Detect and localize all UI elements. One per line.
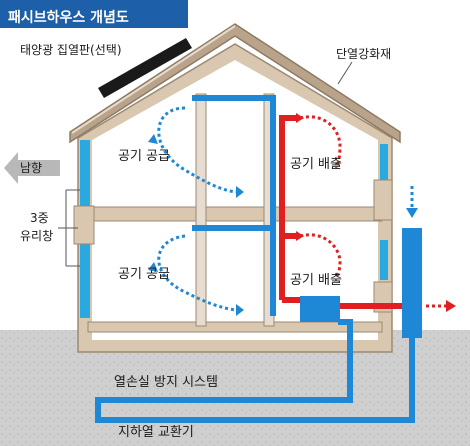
window-frame-left bbox=[73, 205, 95, 245]
exhaust-flow-lower bbox=[299, 233, 342, 279]
roof bbox=[69, 23, 401, 144]
right-arrow-icon bbox=[446, 300, 456, 312]
diagram-title: 패시브하우스 개념도 bbox=[8, 10, 129, 26]
label-exhaust-lower: 공기 배출 bbox=[290, 273, 342, 288]
intake-tower bbox=[402, 228, 422, 338]
label-glass-line1: 3중 bbox=[30, 211, 49, 225]
label-supply-lower: 공기 공급 bbox=[118, 267, 170, 282]
down-arrow-icon bbox=[406, 208, 418, 218]
label-south: 남향 bbox=[20, 161, 43, 175]
exhaust-flow-upper bbox=[299, 115, 342, 169]
window-left-lower bbox=[80, 244, 90, 318]
label-insulation: 단열강화재 bbox=[336, 47, 392, 61]
inner-column-left bbox=[195, 93, 207, 327]
title-bar: 패시브하우스 개념도 bbox=[0, 0, 188, 28]
house-interior bbox=[92, 60, 378, 340]
label-heat-recovery: 열손실 방지 시스템 bbox=[114, 375, 218, 390]
label-solar-collector: 태양광 집열판(선택) bbox=[20, 43, 122, 57]
window-right-lower bbox=[380, 240, 388, 280]
supply-duct bbox=[192, 95, 276, 316]
label-supply-upper: 공기 공급 bbox=[118, 149, 170, 164]
label-glass-line2: 유리창 bbox=[20, 229, 54, 243]
supply-flow-upper bbox=[157, 106, 237, 194]
window-right-upper bbox=[380, 144, 388, 180]
base-slab bbox=[87, 321, 383, 333]
heat-recovery-unit bbox=[300, 296, 340, 322]
floor-slab bbox=[87, 206, 383, 222]
solar-collector bbox=[98, 38, 192, 98]
label-geothermal: 지하열 교환기 bbox=[118, 425, 194, 440]
label-exhaust-upper: 공기 배출 bbox=[290, 157, 342, 172]
left-arrow-icon bbox=[4, 152, 60, 184]
exhaust-duct bbox=[279, 115, 298, 300]
window-left-upper bbox=[80, 140, 90, 206]
geothermal-loop bbox=[95, 319, 415, 423]
